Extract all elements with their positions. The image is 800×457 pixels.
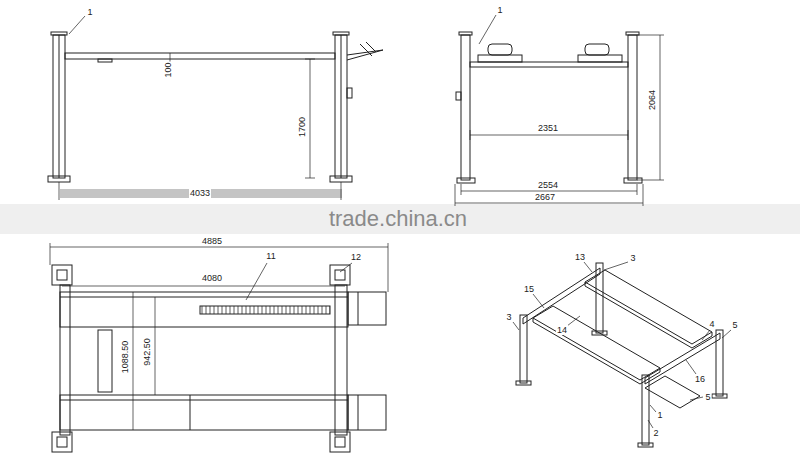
dimension-text: 100 (163, 61, 173, 78)
callout-number: 4 (708, 319, 715, 329)
callout-number: 3 (505, 312, 512, 322)
dimension-text: 942.50 (142, 337, 152, 367)
watermark-band (0, 204, 800, 234)
dimension-text: 4033 (189, 188, 211, 198)
callout-number: 11 (265, 251, 276, 261)
callout-number: 14 (556, 325, 568, 335)
callout-number: 1 (656, 410, 663, 420)
dimension-text: 2667 (534, 192, 556, 202)
side-elevation (48, 16, 383, 200)
dimension-text: 1700 (297, 116, 307, 138)
callout-number: 2 (652, 428, 659, 438)
callout-number: 16 (694, 374, 706, 384)
dimension-text: 4885 (201, 236, 223, 246)
callout-number: 13 (574, 252, 586, 262)
watermark: trade.china.cn (328, 207, 468, 231)
callout-number: 5 (704, 392, 711, 402)
dimension-text: 2064 (647, 89, 657, 111)
plan-view (50, 243, 388, 452)
callout-number: 5 (731, 320, 738, 330)
callout-number: 12 (350, 252, 362, 262)
callout-number: 1 (86, 7, 93, 17)
dimension-text: 2351 (537, 123, 559, 133)
dimension-text: 1088.50 (120, 340, 130, 375)
callout-number: 1 (496, 5, 503, 15)
dimension-text: 4080 (201, 273, 223, 283)
callout-number: 15 (523, 284, 535, 294)
end-elevation (455, 15, 664, 206)
isometric-view (513, 262, 731, 447)
dimension-text: 2554 (537, 180, 559, 190)
callout-number: 3 (629, 253, 636, 263)
